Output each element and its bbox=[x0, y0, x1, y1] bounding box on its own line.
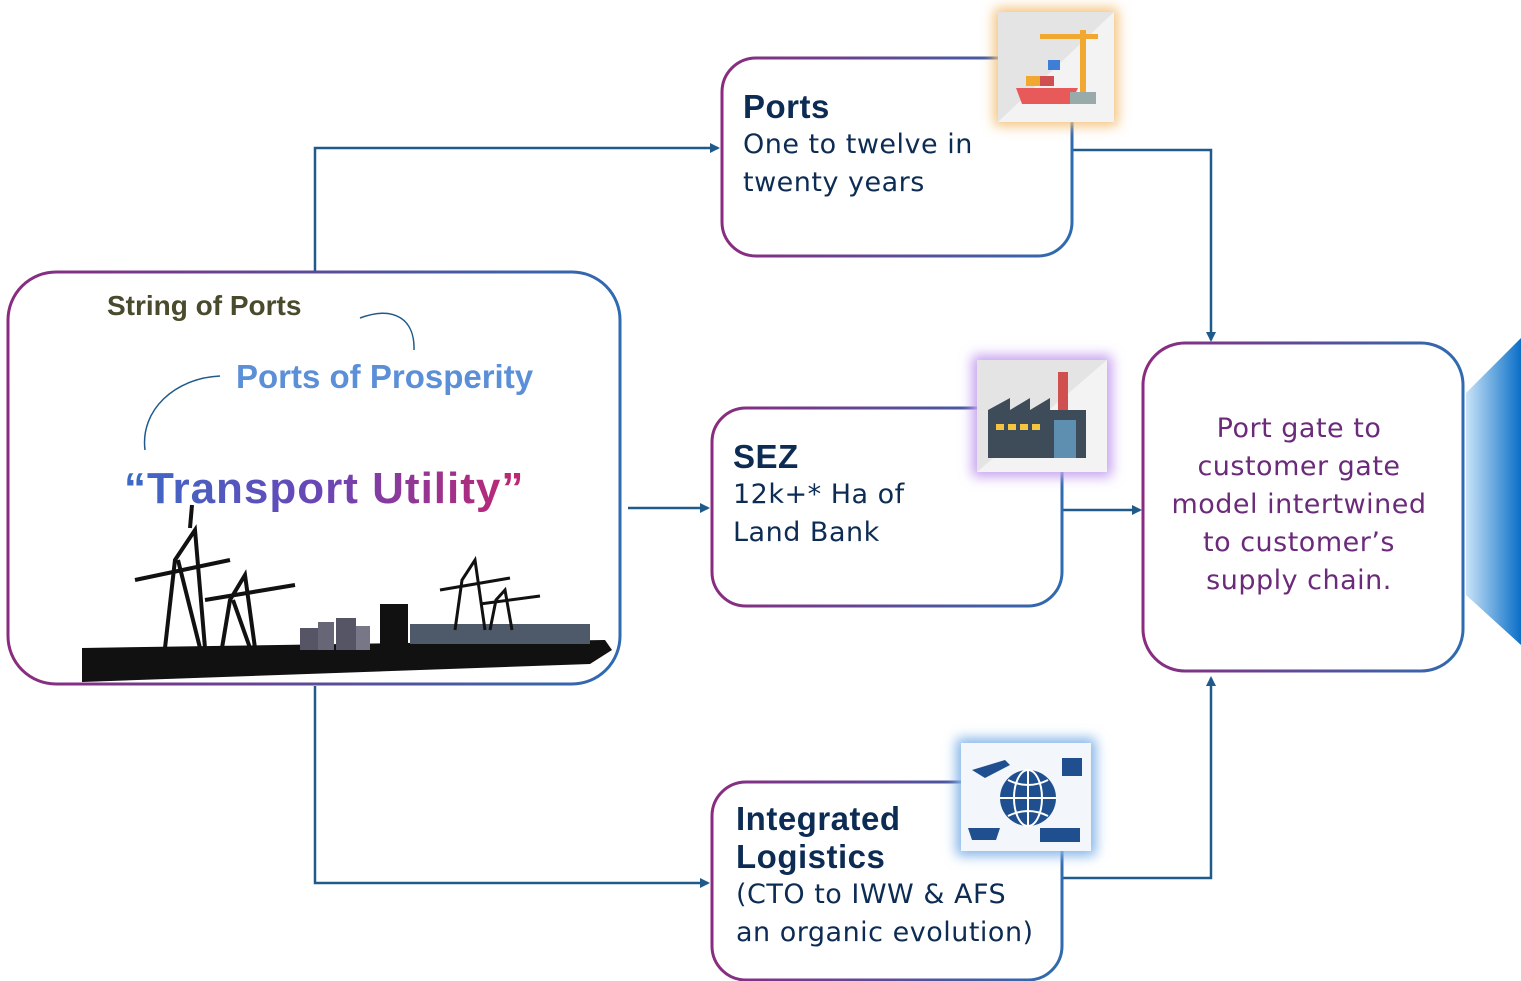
connectors bbox=[313, 143, 1216, 888]
port-silhouette-image bbox=[82, 504, 612, 682]
ports-line-2: twenty years bbox=[743, 167, 925, 198]
sez-line-1: 12k+* Ha of bbox=[733, 479, 905, 510]
port-crane-ship-icon bbox=[994, 8, 1118, 126]
outcome-box bbox=[1141, 341, 1465, 673]
hub-curve-2 bbox=[143, 375, 221, 451]
sez-title: SEZ bbox=[733, 438, 799, 475]
factory-icon bbox=[972, 355, 1112, 477]
ports-title: Ports bbox=[743, 88, 830, 125]
accent-wedge-shape bbox=[1466, 338, 1521, 645]
sez-line-2: Land Bank bbox=[733, 517, 880, 548]
hub-box bbox=[6, 270, 622, 686]
ports-text: Ports One to twelve in twenty years bbox=[743, 88, 973, 202]
hub-label-string-of-ports: String of Ports bbox=[107, 290, 302, 321]
outcome-line-2: customer gate bbox=[1197, 451, 1401, 482]
outcome-line-4: to customer’s bbox=[1203, 527, 1395, 558]
logistics-line-1: (CTO to IWW & AFS bbox=[736, 879, 1007, 910]
ports-box bbox=[720, 56, 1074, 258]
outcome-line-5: supply chain. bbox=[1206, 565, 1392, 596]
logistics-line-2: an organic evolution) bbox=[736, 917, 1034, 948]
outcome-line-3: model intertwined bbox=[1171, 489, 1427, 520]
hub-curve-1 bbox=[359, 312, 415, 351]
arrow-hub-to-logistics bbox=[313, 686, 710, 888]
logistics-text: Integrated Logistics (CTO to IWW & AFS a… bbox=[736, 800, 1034, 952]
logistics-title-2: Logistics bbox=[736, 838, 886, 875]
sez-text: SEZ 12k+* Ha of Land Bank bbox=[733, 438, 905, 552]
arrow-logistics-to-outcome bbox=[1060, 676, 1216, 880]
hub-label-ports-of-prosperity: Ports of Prosperity bbox=[236, 358, 534, 395]
arrow-hub-to-ports bbox=[313, 143, 720, 272]
outcome-line-1: Port gate to bbox=[1216, 413, 1382, 444]
outcome-text: Port gate to customer gate model intertw… bbox=[1150, 410, 1448, 600]
logistics-title-1: Integrated bbox=[736, 800, 901, 837]
arrow-ports-to-outcome bbox=[1072, 148, 1216, 342]
hub-label-transport-utility: “Transport Utility” bbox=[124, 464, 525, 513]
global-logistics-icon bbox=[956, 738, 1096, 856]
ports-line-1: One to twelve in bbox=[743, 129, 973, 160]
